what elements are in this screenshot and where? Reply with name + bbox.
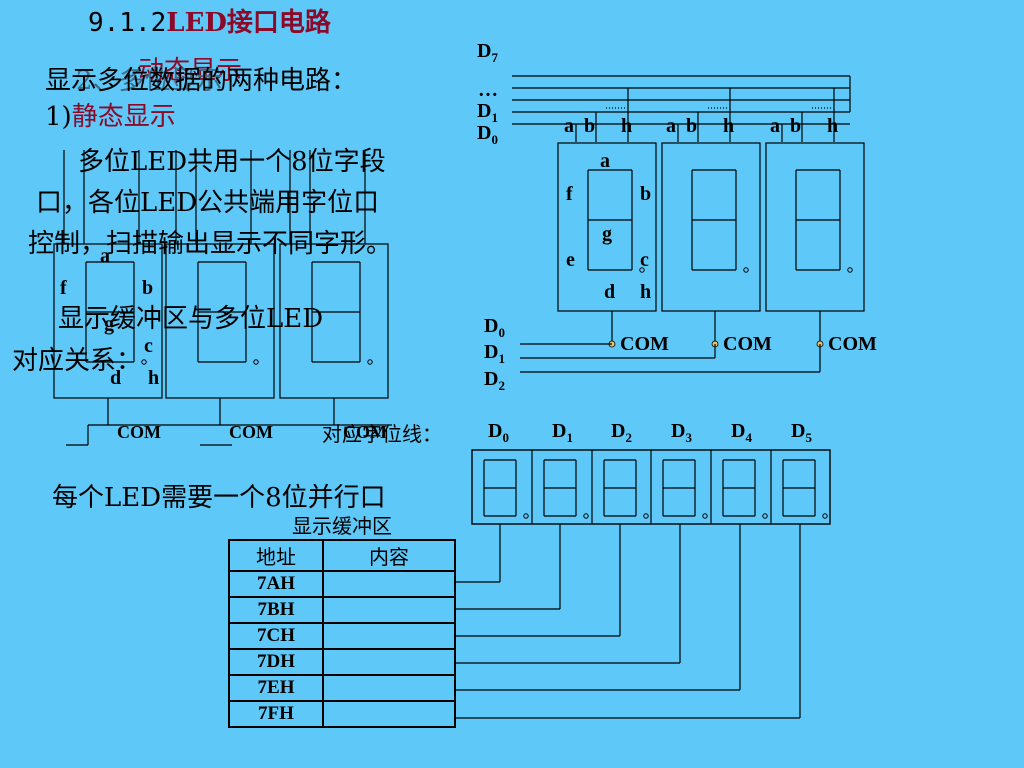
digit-six-dot — [702, 513, 708, 519]
digit-six-dot — [523, 513, 529, 519]
digit-left-dot — [141, 359, 147, 365]
table-row: 7AH — [228, 570, 456, 598]
bus-label-d2: D2 — [484, 368, 505, 393]
seg-letter-left-g: g — [104, 313, 114, 335]
seg-letter-left-b: b — [142, 277, 153, 299]
digit-line-label-0: D0 — [488, 420, 509, 445]
com-label: COM — [723, 333, 772, 355]
table-row: 7CH — [228, 622, 456, 650]
seg-head-a: a — [564, 115, 574, 137]
seg-letter-left-a: a — [100, 245, 110, 267]
led-module-box — [557, 142, 657, 312]
item1-number: 1) — [45, 102, 72, 132]
address-cell: 7BH — [228, 596, 324, 624]
seg-letter-e: e — [566, 249, 575, 271]
table-row: 7BH — [228, 596, 456, 624]
digit-dot — [847, 267, 853, 273]
bus-label-d7: D7 — [477, 40, 498, 65]
para1-line3: 控制，扫描输出显示不同字形。 — [28, 229, 393, 259]
digit-dot — [639, 267, 645, 273]
com-label-left: COM — [229, 422, 273, 442]
seg-letter-left-f: f — [60, 277, 67, 299]
digit-line-label-2: D2 — [611, 420, 632, 445]
com-label-left: COM — [343, 422, 387, 442]
seg-letter-left-h: h — [148, 367, 159, 389]
seg-letter-g: g — [602, 223, 612, 245]
section-name: LED接口电路 — [166, 8, 331, 38]
digit-six-dot — [822, 513, 828, 519]
heading: 显示多位数据的两种电路： — [45, 66, 358, 96]
seg-letter-b: b — [640, 183, 651, 205]
display-buffer-table: 显示缓冲区 地址 内容 7AH 7BH 7CH 7DH 7EH 7FH — [228, 510, 456, 728]
seg-letter-d: d — [604, 281, 615, 303]
seg-head-h: h — [723, 115, 734, 137]
seg-letter-left-c: c — [144, 335, 153, 357]
section-title: 9.1.2LED接口电路 — [88, 2, 331, 39]
address-cell: 7FH — [228, 700, 324, 728]
digit-line-label-3: D3 — [671, 420, 692, 445]
digit-dot — [743, 267, 749, 273]
seg-head-a: a — [770, 115, 780, 137]
table-row: 7DH — [228, 648, 456, 676]
content-cell — [322, 622, 456, 650]
header-address: 地址 — [228, 539, 324, 572]
seg-letter-c: c — [640, 249, 649, 271]
content-cell — [322, 648, 456, 676]
seg-head-b: b — [584, 115, 595, 137]
para1-line1: 多位LED共用一个8位字段 — [78, 147, 386, 177]
address-cell: 7CH — [228, 622, 324, 650]
digit-lines-label: 对应字位线： — [322, 422, 442, 446]
item1-label: 静态显示 — [71, 102, 176, 132]
com-label: COM — [828, 333, 877, 355]
content-cell — [322, 596, 456, 624]
address-cell: 7DH — [228, 648, 324, 676]
digit-line-label-5: D5 — [791, 420, 812, 445]
seg-head-h: h — [621, 115, 632, 137]
para2-line1: 显示缓冲区与多位LED — [58, 304, 324, 334]
para2-line2: 对应关系： — [12, 346, 143, 376]
digit-six-dot — [583, 513, 589, 519]
led-module-box — [765, 142, 865, 312]
seg-head-b: b — [790, 115, 801, 137]
com-label: COM — [620, 333, 669, 355]
content-cell — [322, 570, 456, 598]
ghost-dynamic-title: 动态显示 — [138, 56, 243, 86]
seg-letter-left-d: d — [110, 367, 121, 389]
para1-line2: 口，各位LED公共端用字位口 — [36, 188, 380, 218]
digit-six-dot — [643, 513, 649, 519]
content-cell — [322, 700, 456, 728]
table-row: 7FH — [228, 700, 456, 728]
table-row: 7EH — [228, 674, 456, 702]
buffer-caption: 显示缓冲区 — [229, 510, 455, 541]
address-cell: 7AH — [228, 570, 324, 598]
bus-label-d0: D0 — [477, 122, 498, 147]
seg-head-b: b — [686, 115, 697, 137]
seg-letter-a: a — [600, 150, 610, 172]
item1: 1)静态显示 — [45, 96, 176, 133]
digit-line-label-4: D4 — [731, 420, 752, 445]
digit-line-label-1: D1 — [552, 420, 573, 445]
digit-left-dot — [367, 359, 373, 365]
digit-left-dot — [253, 359, 259, 365]
seg-head-a: a — [666, 115, 676, 137]
bus-label-d1: D1 — [484, 341, 505, 366]
address-cell: 7EH — [228, 674, 324, 702]
content-cell — [322, 674, 456, 702]
bus-label-ellipsis: … — [478, 79, 498, 101]
seg-head-h: h — [827, 115, 838, 137]
section-number: 9.1.2 — [88, 8, 167, 38]
para3: 每个LED需要一个8位并行口 — [52, 483, 386, 513]
led-module-box — [661, 142, 761, 312]
ghost-heading: 2、多位显示 — [76, 66, 223, 96]
bus-label-d0: D0 — [484, 315, 505, 340]
digit-six-dot — [762, 513, 768, 519]
com-label-left: COM — [117, 422, 161, 442]
seg-letter-f: f — [566, 183, 573, 205]
seg-letter-h: h — [640, 281, 651, 303]
bus-label-d1: D1 — [477, 100, 498, 125]
header-content: 内容 — [322, 539, 456, 572]
